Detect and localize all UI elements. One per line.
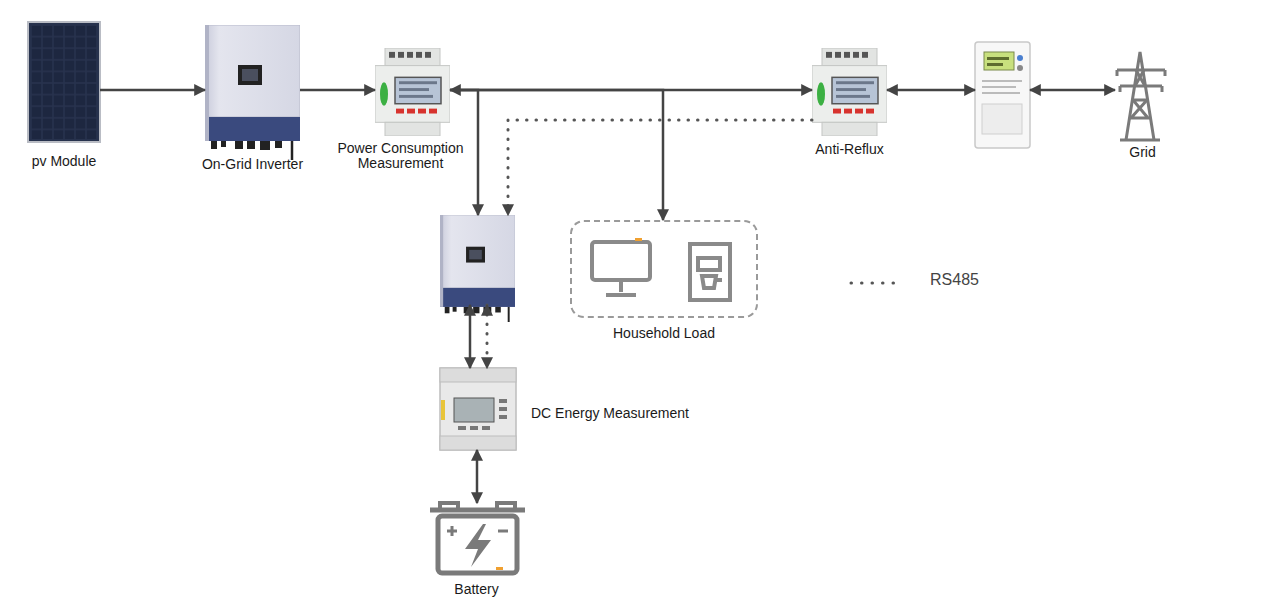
utility-meter-picture (975, 42, 1030, 148)
on-grid-inverter: On-Grid Inverter (205, 25, 300, 150)
storage-inverter (440, 215, 515, 305)
power-link (476, 450, 479, 503)
battery: Battery (428, 503, 525, 575)
meter-picture (375, 48, 450, 136)
device-label: Anti-Reflux (815, 142, 883, 157)
legend-dotted-sample (851, 282, 900, 285)
pv-panel-picture (28, 22, 100, 142)
device-label: Household Load (613, 326, 715, 341)
power-link (469, 305, 472, 368)
power-link (450, 90, 663, 220)
device-label: Grid (1129, 145, 1155, 160)
legend-label: RS485 (930, 271, 979, 289)
household-icons (592, 238, 730, 300)
device-label: Battery (454, 582, 498, 597)
device-label: DC Energy Measurement (531, 406, 689, 421)
power-link (887, 89, 975, 92)
pv-module: pv Module (28, 22, 100, 142)
device-label: Power Consumption Measurement (326, 141, 476, 171)
pylon-picture (1117, 52, 1165, 140)
rs485-link (508, 120, 812, 215)
dc-meter-picture (440, 368, 516, 450)
device-label: pv Module (32, 154, 97, 169)
power-meter: Power Consumption Measurement (375, 48, 450, 136)
device-label: On-Grid Inverter (202, 157, 303, 172)
power-link (1030, 89, 1115, 92)
meter-picture (812, 48, 887, 136)
household-load-box: Household Load (570, 220, 758, 318)
grid-pylon: Grid (1115, 50, 1170, 142)
inverter-picture (205, 25, 300, 160)
rs485-link (486, 305, 489, 368)
inverter-picture (440, 215, 515, 322)
power-link (300, 89, 375, 92)
utility-meter (975, 42, 1030, 148)
dc-meter: DC Energy Measurement (440, 368, 516, 450)
anti-reflux-meter: Anti-Reflux (812, 48, 887, 136)
power-link (100, 89, 205, 92)
battery-picture (430, 503, 525, 573)
